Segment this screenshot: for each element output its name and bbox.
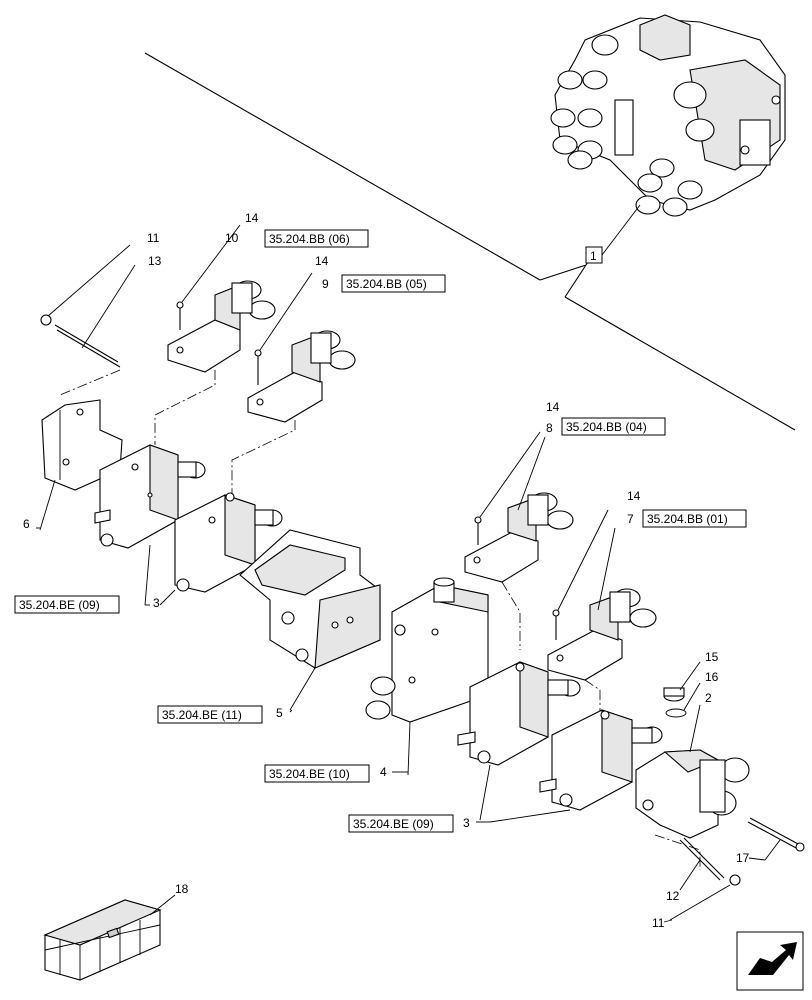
tie-rod-17	[747, 817, 805, 861]
svg-text:6: 6	[23, 517, 30, 531]
outlet-cover-2	[635, 704, 750, 839]
svg-text:11: 11	[147, 231, 160, 245]
svg-text:16: 16	[705, 670, 719, 684]
o-ring-16	[665, 682, 701, 718]
inlet-cover-5	[239, 529, 381, 711]
assembly-guide-lines-right	[501, 581, 701, 870]
reference-be10[interactable]: 35.204.BE (10)	[264, 764, 370, 783]
parts-crate-icon	[43, 894, 176, 981]
callout-leaders	[36, 527, 766, 923]
reference-be09-right[interactable]: 35.204.BE (09)	[348, 814, 454, 833]
svg-text:9: 9	[322, 277, 329, 291]
valve-assembly-overview	[550, 14, 786, 256]
svg-text:35.204.BE (09): 35.204.BE (09)	[353, 817, 434, 831]
reference-be09-left[interactable]: 35.204.BE (09)	[14, 595, 120, 614]
valve-section-4	[365, 577, 489, 776]
svg-text:2: 2	[705, 691, 712, 705]
valve-section-3-left-b	[174, 492, 283, 593]
valve-cover-8	[464, 431, 574, 583]
next-page-arrow-icon[interactable]	[736, 931, 804, 991]
svg-text:35.204.BB (05): 35.204.BB (05)	[346, 277, 427, 291]
svg-text:7: 7	[627, 512, 634, 526]
valve-cover-9	[247, 272, 356, 423]
reference-be11[interactable]: 35.204.BE (11)	[157, 705, 263, 724]
svg-text:10: 10	[225, 231, 239, 245]
svg-text:17: 17	[736, 851, 750, 865]
valve-cover-7	[547, 509, 657, 681]
reference-bb01[interactable]: 35.204.BB (01)	[642, 509, 747, 528]
svg-text:11: 11	[652, 916, 665, 930]
valve-section-3-right-a	[457, 661, 581, 766]
tie-rod-12	[679, 837, 725, 891]
reference-bb04[interactable]: 35.204.BB (04)	[561, 417, 666, 436]
svg-text:35.204.BB (01): 35.204.BB (01)	[647, 512, 728, 526]
svg-text:14: 14	[245, 211, 259, 225]
svg-text:1: 1	[590, 249, 597, 263]
svg-text:35.204.BB (06): 35.204.BB (06)	[269, 232, 350, 246]
callout-1: 1	[585, 246, 603, 264]
valve-section-3-right-b	[479, 709, 663, 823]
reference-bb05[interactable]: 35.204.BB (05)	[341, 274, 446, 293]
svg-text:35.204.BB (04): 35.204.BB (04)	[566, 420, 647, 434]
svg-text:3: 3	[153, 596, 160, 610]
section-divider-lines	[144, 52, 796, 431]
svg-text:35.204.BE (11): 35.204.BE (11)	[162, 708, 242, 722]
svg-text:14: 14	[546, 400, 560, 414]
plug-15	[663, 661, 701, 702]
svg-text:14: 14	[627, 489, 641, 503]
valve-section-3-left-a	[94, 444, 206, 549]
nut-11	[669, 874, 741, 921]
svg-text:3: 3	[463, 816, 470, 830]
svg-text:4: 4	[380, 765, 387, 779]
svg-text:18: 18	[175, 882, 189, 896]
valve-cover-10	[167, 224, 276, 373]
end-plate-6	[41, 399, 123, 491]
reference-bb06[interactable]: 35.204.BB (06)	[264, 229, 369, 248]
svg-text:15: 15	[705, 650, 719, 664]
svg-text:13: 13	[148, 254, 162, 268]
svg-text:5: 5	[276, 706, 283, 720]
tie-rod-13	[40, 314, 121, 368]
assembly-guide-lines-left	[59, 369, 296, 495]
svg-text:8: 8	[546, 421, 553, 435]
svg-text:14: 14	[315, 254, 329, 268]
svg-text:35.204.BE (10): 35.204.BE (10)	[269, 767, 350, 781]
leader-lines-left	[39, 244, 176, 606]
callout-labels: 14 10 14 9 11 13 6 3 5 4 14 8 14 7 15 16…	[23, 211, 750, 930]
svg-text:12: 12	[666, 889, 680, 903]
svg-text:35.204.BE (09): 35.204.BE (09)	[19, 598, 100, 612]
